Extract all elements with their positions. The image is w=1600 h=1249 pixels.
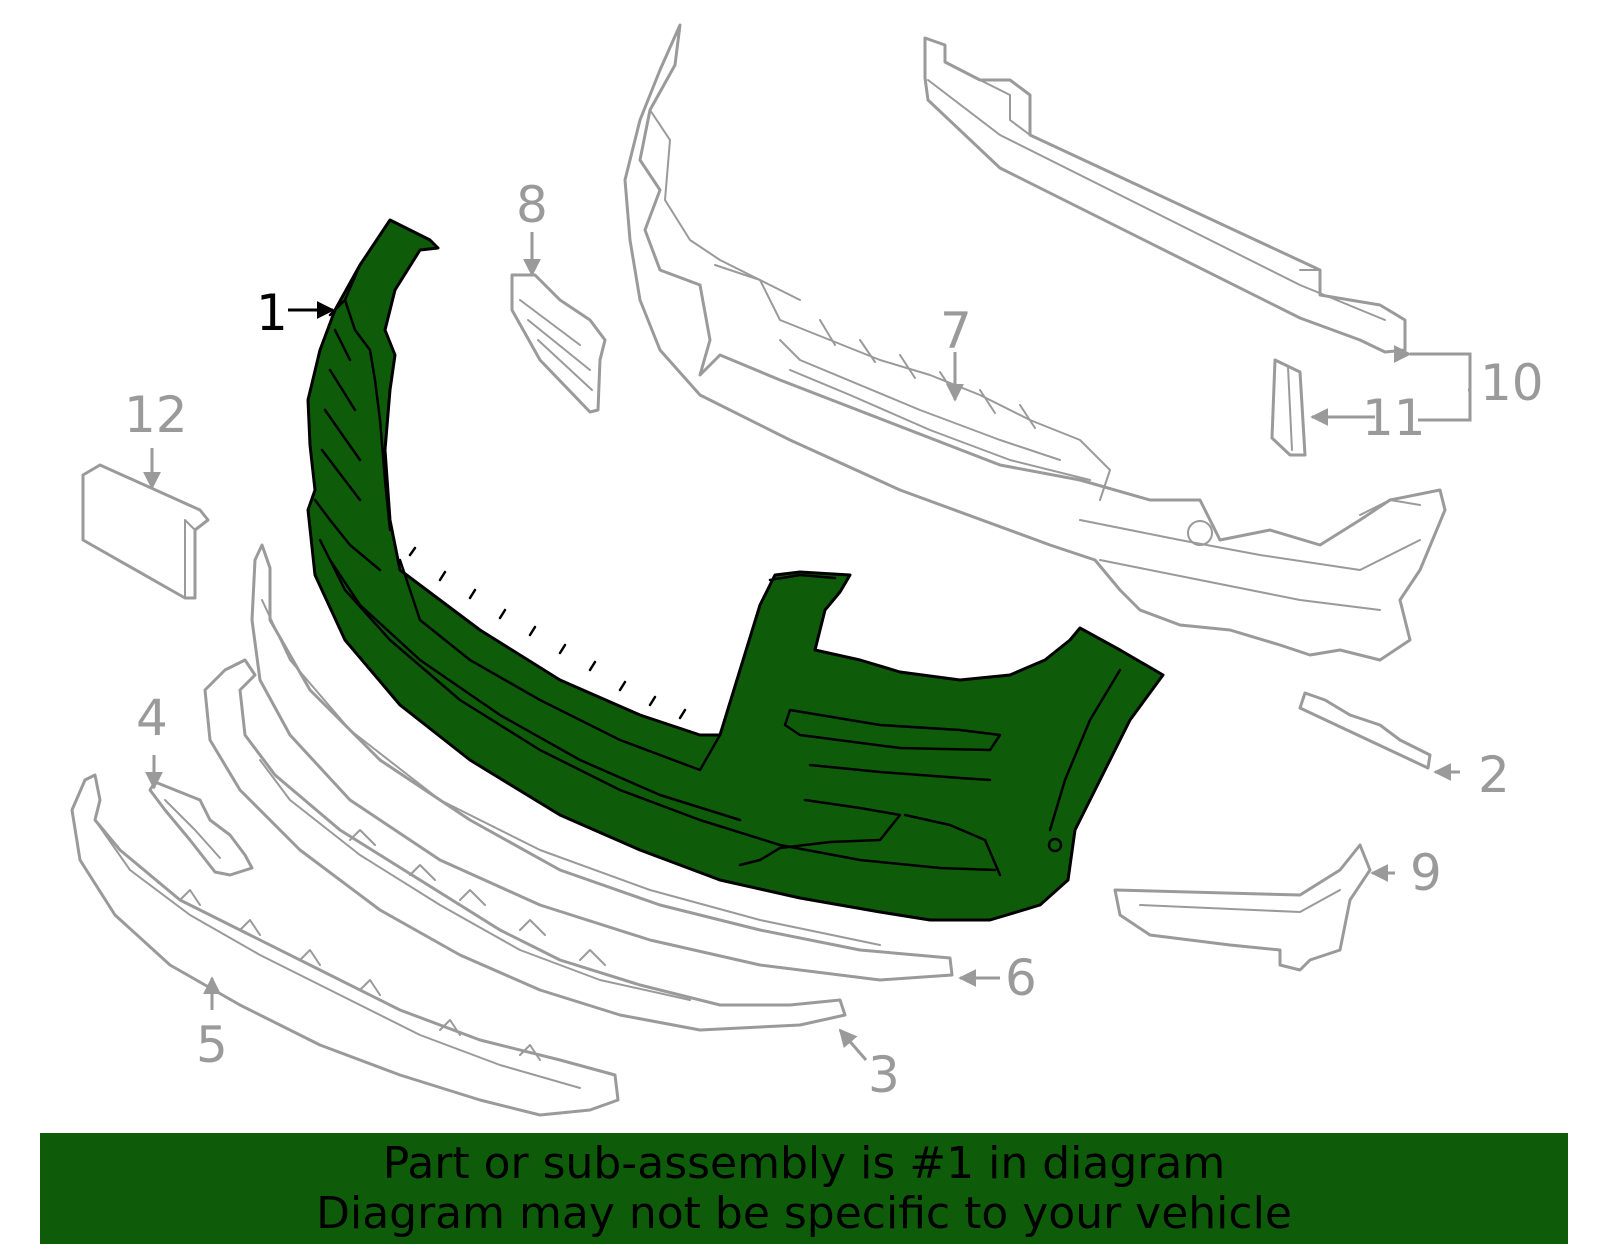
callout-8: 8 [516,176,548,234]
callout-labels: 1 2 3 4 5 6 7 8 9 10 11 12 [124,176,1544,1104]
callout-7: 7 [940,302,972,360]
part-4-bracket [148,780,254,877]
part-1-bumper-cover [306,218,1165,922]
callout-12: 12 [124,386,188,444]
callout-2: 2 [1478,746,1510,804]
part-10-reinforcement-bar [923,36,1407,354]
callout-11: 11 [1362,389,1426,447]
leader-10-upper [1410,352,1472,392]
callout-9: 9 [1410,844,1442,902]
banner-line-1: Part or sub-assembly is #1 in diagram [382,1137,1226,1189]
part-8-grille [510,273,607,414]
part-2-strip [1298,691,1432,770]
part-5-valance [70,773,620,1117]
callout-3: 3 [868,1046,900,1104]
part-3-spoiler [203,658,847,1032]
callout-leaders [143,232,1472,1061]
part-12-plate [81,463,210,600]
part-9-side-bracket [1113,843,1372,972]
part-6-trim-strip [250,543,954,982]
leader-10-lower [1418,388,1472,422]
callout-10: 10 [1480,354,1544,412]
info-banner: Part or sub-assembly is #1 in diagram Di… [40,1133,1568,1244]
callout-6: 6 [1005,949,1037,1007]
part-7-absorber [623,23,1447,662]
part-11-bracket [1270,358,1307,457]
leader-3 [838,1028,868,1061]
callout-5: 5 [196,1016,228,1074]
banner-line-2: Diagram may not be specific to your vehi… [316,1187,1292,1239]
callout-1: 1 [256,284,288,342]
callout-4: 4 [136,689,168,747]
